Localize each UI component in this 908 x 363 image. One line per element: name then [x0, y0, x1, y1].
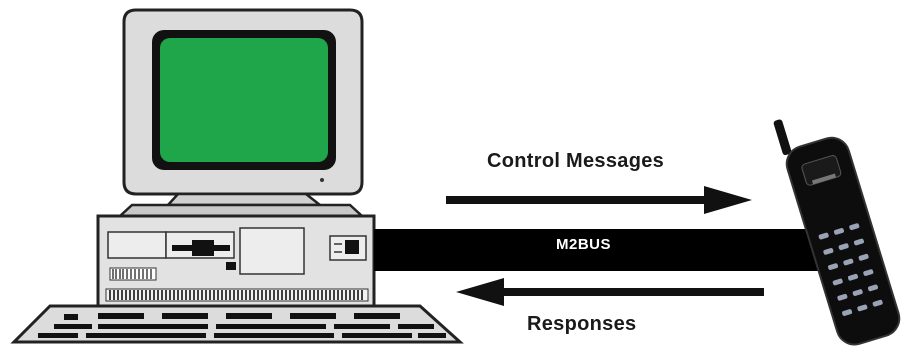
keyboard — [10, 304, 464, 344]
monitor-screen — [160, 38, 328, 162]
mobile-phone-icon — [773, 119, 901, 346]
monitor — [122, 8, 364, 207]
arrow-responses — [456, 278, 764, 306]
m2bus-label: M2BUS — [556, 236, 612, 253]
system-unit — [96, 203, 376, 308]
control-messages-label: Control Messages — [487, 150, 665, 172]
desktop-computer-icon — [10, 8, 464, 344]
responses-label: Responses — [527, 313, 637, 335]
m2bus-connection — [374, 229, 850, 271]
arrow-control-messages — [446, 186, 752, 214]
